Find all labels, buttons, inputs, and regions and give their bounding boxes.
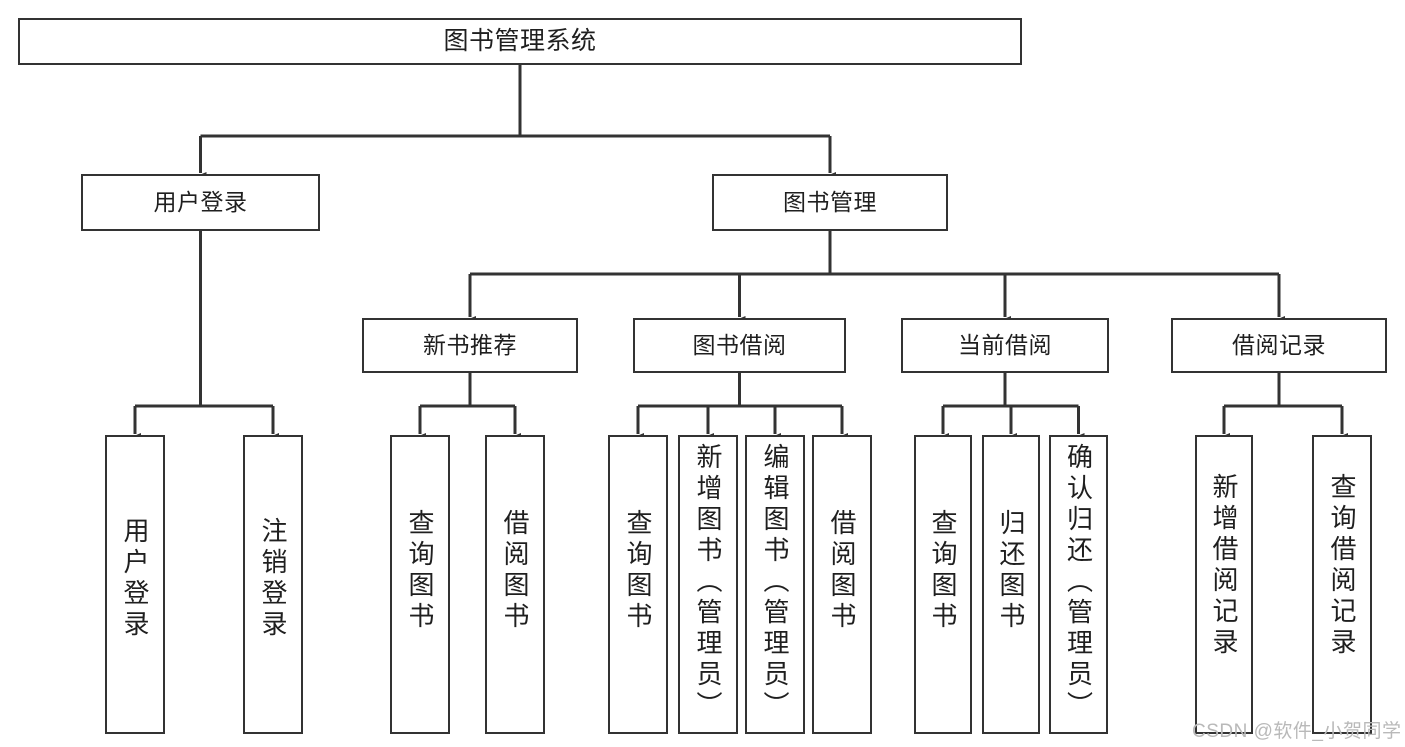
node-leaf-user-logout[interactable]: 注销登录 xyxy=(243,435,303,734)
node-label-current-borrow: 当前借阅 xyxy=(958,331,1052,358)
node-label-book-borrow: 图书借阅 xyxy=(692,331,787,358)
node-leaf-edit-book[interactable]: 编辑图书（管理员） xyxy=(745,435,805,734)
node-book-manage[interactable]: 图书管理 xyxy=(712,174,948,231)
node-label-leaf-add-record: 新增借阅记录 xyxy=(1209,473,1239,659)
node-leaf-add-record[interactable]: 新增借阅记录 xyxy=(1195,435,1253,734)
node-label-leaf-confirm-return: 确认归还（管理员） xyxy=(1063,443,1094,722)
node-label-leaf-edit-book: 编辑图书（管理员） xyxy=(760,443,790,722)
node-label-leaf-add-book: 新增图书（管理员） xyxy=(693,443,723,722)
node-current-borrow[interactable]: 当前借阅 xyxy=(901,318,1109,373)
node-label-leaf-query-book-2: 查询图书 xyxy=(623,509,653,633)
node-leaf-query-book-1[interactable]: 查询图书 xyxy=(390,435,450,734)
node-leaf-return-book[interactable]: 归还图书 xyxy=(982,435,1040,734)
node-user-login[interactable]: 用户登录 xyxy=(81,174,320,231)
node-label-new-book-rec: 新书推荐 xyxy=(423,331,517,358)
node-label-user-login: 用户登录 xyxy=(153,188,248,215)
watermark-text: CSDN @软件_小贺同学 xyxy=(1192,721,1402,742)
node-label-leaf-borrow-book-2: 借阅图书 xyxy=(827,509,857,633)
node-label-leaf-return-book: 归还图书 xyxy=(996,509,1026,633)
node-leaf-borrow-book-1[interactable]: 借阅图书 xyxy=(485,435,545,734)
node-leaf-add-book[interactable]: 新增图书（管理员） xyxy=(678,435,738,734)
node-leaf-query-record[interactable]: 查询借阅记录 xyxy=(1312,435,1372,734)
node-label-leaf-user-logout: 注销登录 xyxy=(258,517,288,641)
node-label-borrow-record: 借阅记录 xyxy=(1232,331,1326,358)
node-leaf-user-login[interactable]: 用户登录 xyxy=(105,435,165,734)
node-leaf-query-book-3[interactable]: 查询图书 xyxy=(914,435,972,734)
node-new-book-rec[interactable]: 新书推荐 xyxy=(362,318,578,373)
node-label-leaf-query-book-1: 查询图书 xyxy=(405,509,435,633)
node-label-root: 图书管理系统 xyxy=(443,26,597,55)
node-leaf-query-book-2[interactable]: 查询图书 xyxy=(608,435,668,734)
node-label-book-manage: 图书管理 xyxy=(783,188,877,215)
node-label-leaf-borrow-book-1: 借阅图书 xyxy=(500,509,530,633)
node-leaf-borrow-book-2[interactable]: 借阅图书 xyxy=(812,435,872,734)
node-leaf-confirm-return[interactable]: 确认归还（管理员） xyxy=(1049,435,1108,734)
node-label-leaf-query-record: 查询借阅记录 xyxy=(1327,473,1357,659)
node-label-leaf-query-book-3: 查询图书 xyxy=(928,509,958,633)
node-borrow-record[interactable]: 借阅记录 xyxy=(1171,318,1387,373)
node-root[interactable]: 图书管理系统 xyxy=(18,18,1022,65)
node-book-borrow[interactable]: 图书借阅 xyxy=(633,318,846,373)
node-label-leaf-user-login: 用户登录 xyxy=(120,517,150,641)
